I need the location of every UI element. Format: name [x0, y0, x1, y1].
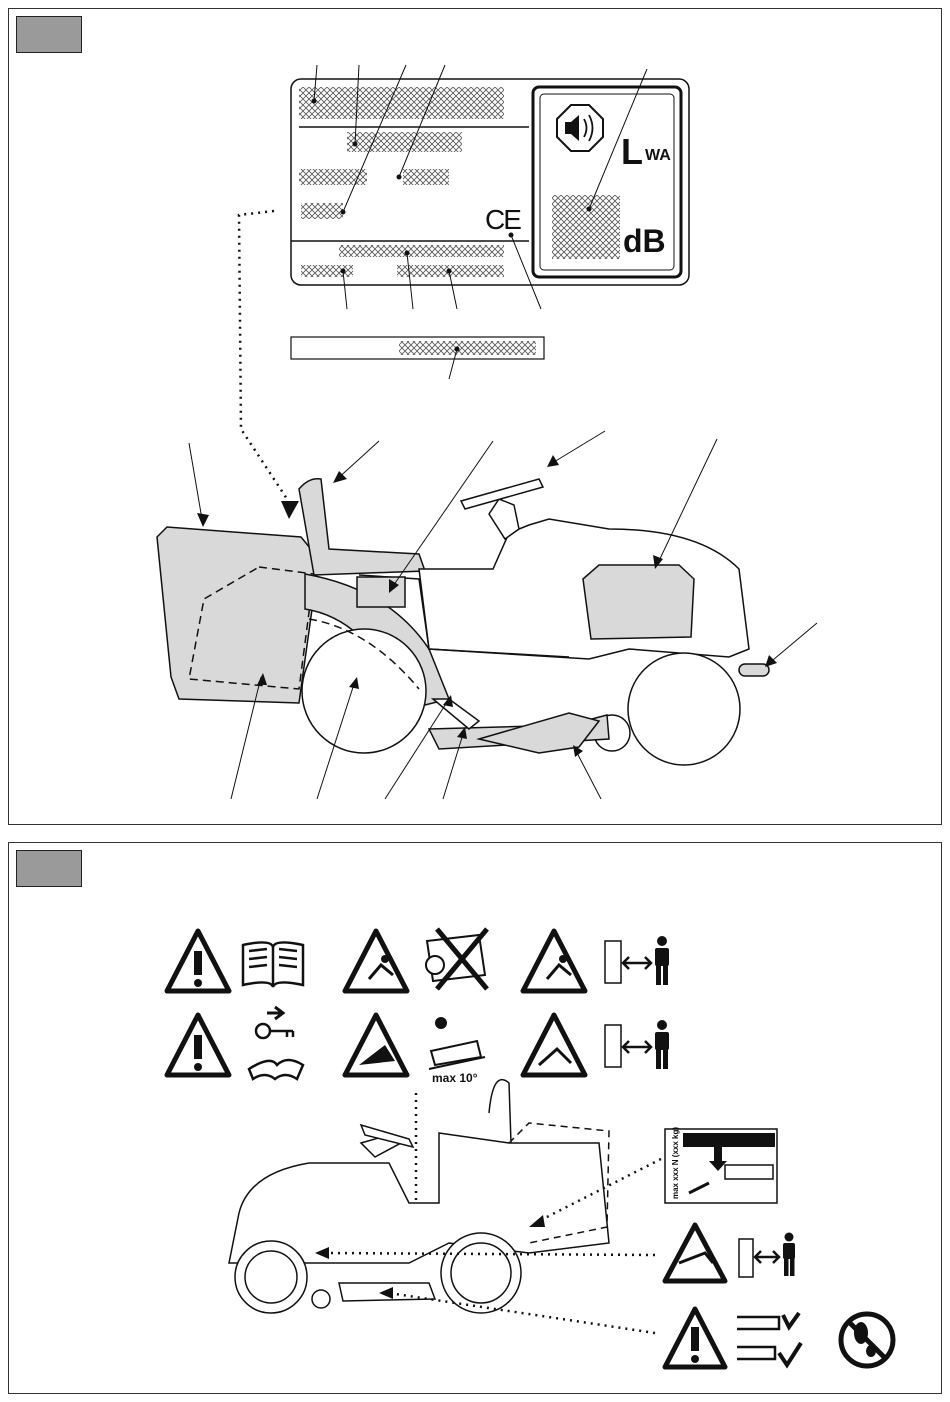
- blade-check-icon: [737, 1313, 801, 1365]
- panel-safety-labels: max 10° max xxx N (xxx kg): [8, 842, 942, 1394]
- load-label: [665, 1129, 777, 1203]
- distance-arrow-icon: [623, 957, 651, 969]
- slope-icon: [429, 1018, 485, 1069]
- plate-field: [301, 203, 343, 219]
- tractor-side-diagram: [9, 9, 941, 824]
- open-book-icon: [243, 942, 303, 987]
- serial-field: [399, 341, 536, 355]
- person-icon: [783, 1233, 795, 1277]
- lwa-symbol: L: [621, 131, 643, 173]
- distance-marker: [739, 1239, 753, 1277]
- warning-triangle-icon: [167, 931, 229, 991]
- no-passenger-icon: [426, 929, 487, 989]
- plate-field: [339, 245, 504, 257]
- distance-marker: [605, 1025, 621, 1067]
- warning-triangle-icon: [523, 931, 585, 991]
- dotted-pointer: [239, 211, 291, 505]
- warning-triangle-icon: [665, 1309, 725, 1367]
- warning-triangle-icon: [345, 931, 407, 991]
- rollover-warning-icon: [345, 1015, 407, 1075]
- no-foot-icon: [841, 1314, 893, 1366]
- distance-arrow-icon: [755, 1251, 779, 1263]
- plate-field: [299, 169, 367, 185]
- lwa-subscript: WA: [645, 147, 671, 165]
- panel-identification: CE L WA dB: [8, 8, 942, 825]
- distance-arrow-icon: [623, 1041, 651, 1053]
- speaker-icon: [557, 105, 603, 151]
- warning-triangle-icon: [167, 1015, 229, 1075]
- plate-field: [299, 87, 504, 119]
- load-limit-label: max xxx N (xxx kg): [671, 1127, 680, 1199]
- hand-hazard-icon: [665, 1225, 725, 1281]
- person-icon: [655, 936, 669, 985]
- warning-triangle-icon: [523, 1015, 585, 1075]
- ce-mark: CE: [485, 204, 520, 236]
- key-icon: [249, 1007, 303, 1079]
- distance-marker: [605, 941, 621, 983]
- tractor-rear-illustration: [229, 1080, 609, 1313]
- safety-diagram: [9, 843, 941, 1393]
- plate-field: [347, 132, 462, 152]
- plate-field: [403, 169, 449, 185]
- person-icon: [655, 1020, 669, 1069]
- db-unit: dB: [623, 223, 666, 260]
- sound-value-field: [552, 195, 620, 259]
- slope-limit-label: max 10°: [432, 1071, 478, 1085]
